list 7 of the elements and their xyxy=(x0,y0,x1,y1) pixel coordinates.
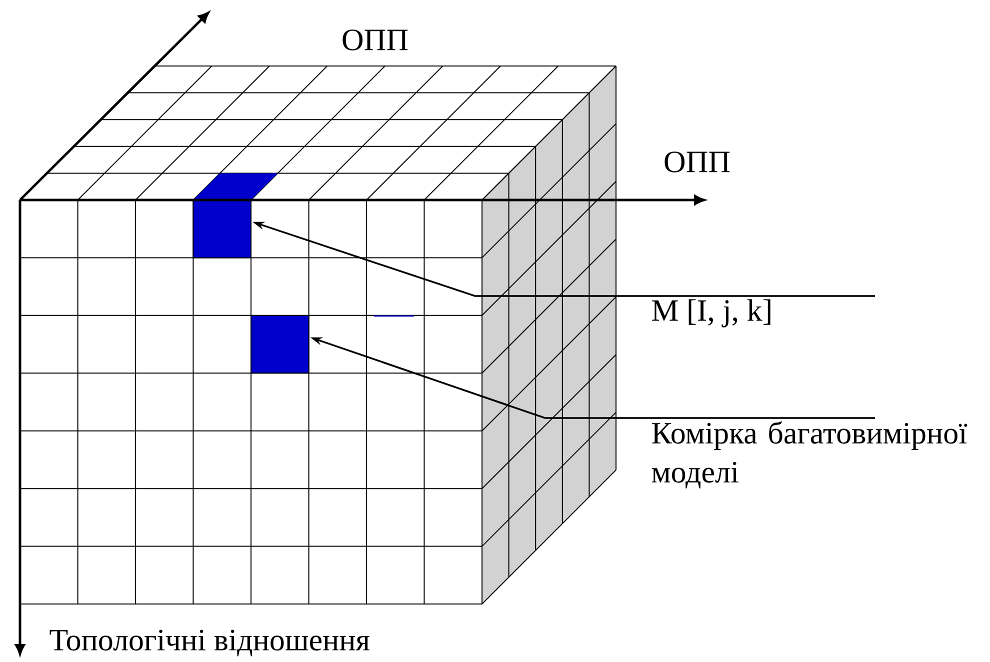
axis-label: ОПП xyxy=(664,152,730,172)
highlighted-cell xyxy=(192,173,278,258)
axis-label: ОПП xyxy=(342,30,408,50)
axis-label: Топологічні відношення xyxy=(50,630,370,656)
highlighted-cell xyxy=(250,314,310,374)
callout-text: Комірка багатовимірної моделі xyxy=(652,421,968,488)
callout-text: M [I, j, k] xyxy=(652,299,770,328)
